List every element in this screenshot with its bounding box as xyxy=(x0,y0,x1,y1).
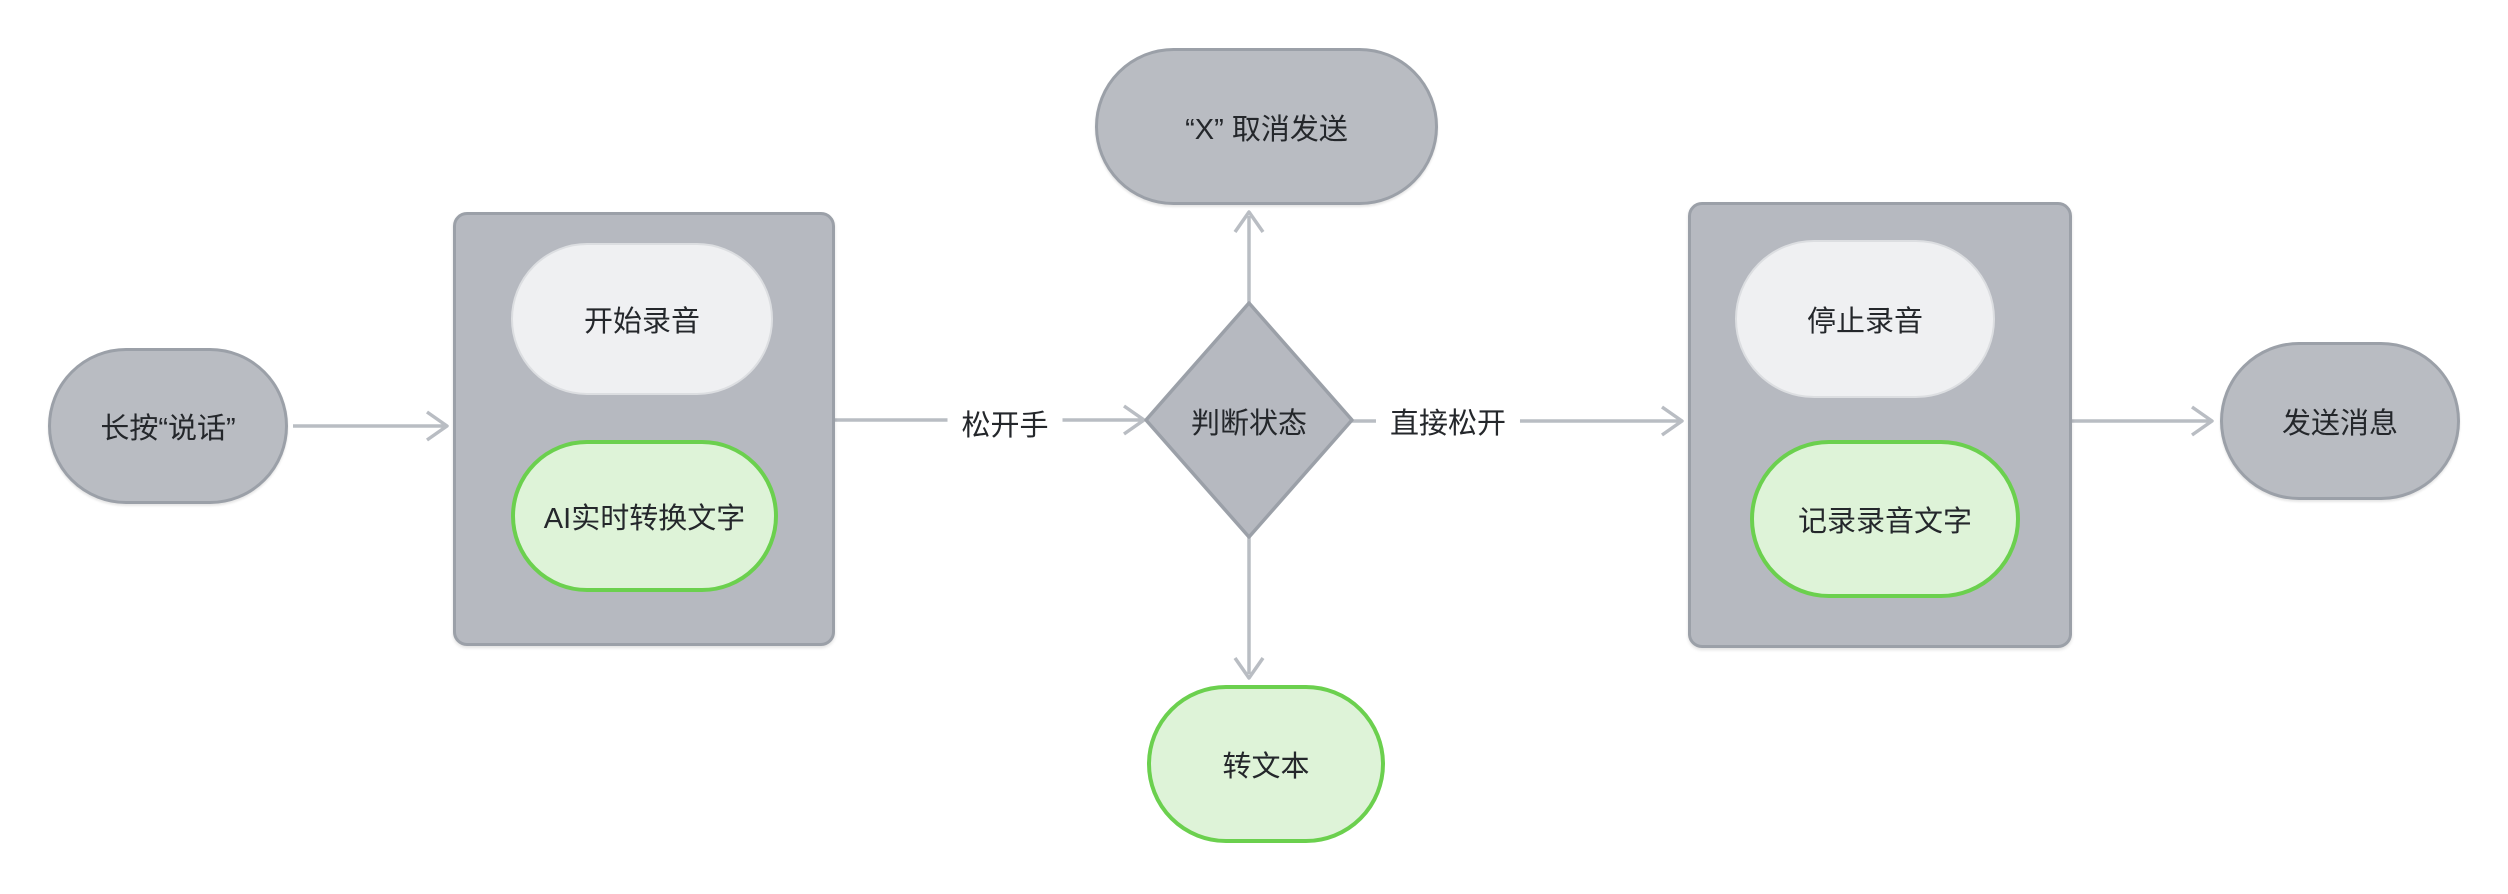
decision-diamond-shape xyxy=(1144,301,1354,539)
node-stop-recording-label: 停止录音 xyxy=(1806,306,1923,338)
node-start-recording: 开始录音 xyxy=(511,243,773,395)
node-record-voice-text-label: 记录录音文字 xyxy=(1797,506,1972,538)
node-x-cancel-send: “X” 取消发送 xyxy=(1095,48,1438,205)
edge-label-release-hand: 松开手 xyxy=(947,398,1063,448)
node-stop-recording: 停止录音 xyxy=(1735,240,1995,398)
node-long-press-speak-label: 长按“说话” xyxy=(100,413,236,445)
arrow-decision-to-cancel xyxy=(1233,210,1265,303)
node-decision-state: 判断状态 xyxy=(1190,408,1308,440)
node-convert-to-text-label: 转文本 xyxy=(1222,751,1310,783)
arrow-finish-to-send xyxy=(2072,405,2214,437)
node-record-voice-text: 记录录音文字 xyxy=(1750,440,2020,598)
arrow-start-to-recording xyxy=(293,410,449,442)
node-x-cancel-send-label: “X” 取消发送 xyxy=(1185,113,1348,146)
arrow-decision-to-totext xyxy=(1233,537,1265,680)
node-send-message: 发送消息 xyxy=(2220,342,2460,500)
edge-label-direct-release: 直接松开 xyxy=(1375,396,1521,446)
node-convert-to-text: 转文本 xyxy=(1147,685,1385,843)
recording-group-container: 开始录音 AI实时转换文字 xyxy=(453,212,835,646)
node-start-recording-label: 开始录音 xyxy=(583,306,700,338)
node-long-press-speak: 长按“说话” xyxy=(48,348,288,504)
node-ai-realtime-convert-label: AI实时转换文字 xyxy=(543,503,746,535)
node-ai-realtime-convert: AI实时转换文字 xyxy=(511,440,778,592)
finish-group-container: 停止录音 记录录音文字 xyxy=(1688,202,2072,648)
node-send-message-label: 发送消息 xyxy=(2281,408,2398,440)
